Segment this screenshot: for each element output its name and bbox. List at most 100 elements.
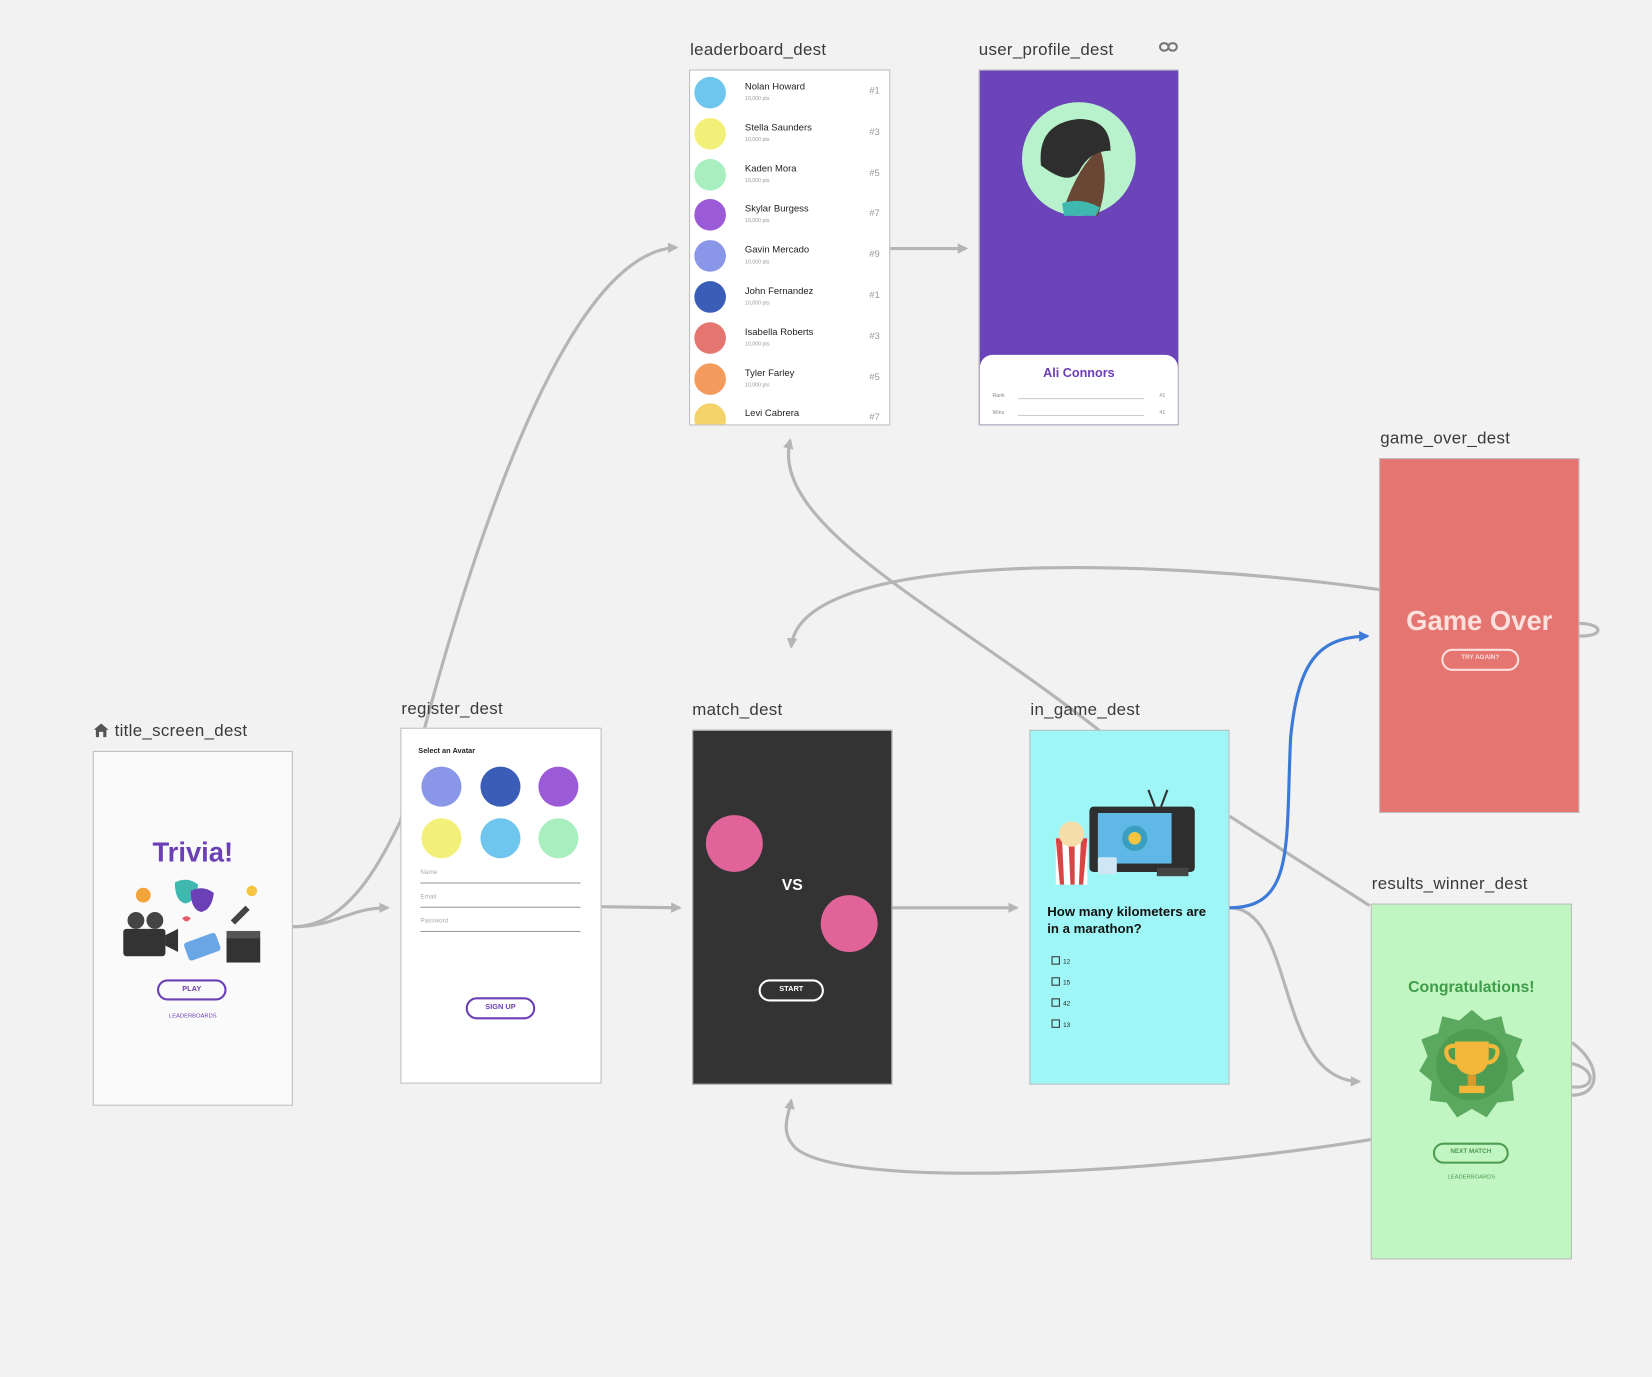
player-two-avatar (820, 895, 878, 953)
game-over-label: game_over_dest (1380, 429, 1511, 448)
player-rank: #1 (869, 289, 880, 301)
game-over-title: Game Over (1406, 604, 1553, 637)
answer-label: 12 (1063, 959, 1071, 966)
answer-label: 13 (1063, 1022, 1071, 1029)
player-rank: #3 (869, 126, 880, 137)
avatar (694, 362, 726, 395)
player-points: 10,000 pts (744, 340, 770, 348)
title-screen-destination[interactable]: Trivia! PLAY LEADERBOARDS (92, 750, 293, 1106)
action-ingame-to-gameover (1229, 630, 1370, 910)
select-avatar-heading: Select an Avatar (418, 747, 476, 756)
player-rank: #5 (869, 167, 880, 178)
player-points: 10,000 pts (744, 259, 770, 266)
leaderboard-row[interactable]: Kaden Mora 10,000 pts #5 (694, 154, 888, 194)
title-screen-label: title_screen_dest (93, 722, 248, 743)
avatar-option[interactable] (421, 818, 462, 859)
player-name: Nolan Howard (744, 81, 805, 92)
link-icon (1158, 40, 1178, 59)
answer-checkbox[interactable]: 12 (1051, 956, 1071, 966)
in-game-destination[interactable]: How many kilometers are in a marathon? 1… (1029, 729, 1230, 1085)
player-points: 10,000 pts (744, 95, 770, 103)
play-button[interactable]: PLAY (156, 979, 227, 1001)
game-over-destination[interactable]: Game Over TRY AGAIN? (1379, 458, 1580, 813)
start-button[interactable]: START (758, 979, 824, 1002)
trivia-illustration (123, 879, 261, 963)
player-points: 10,000 pts (744, 177, 770, 184)
avatar (694, 240, 726, 272)
results-winner-label: results_winner_dest (1371, 875, 1528, 894)
leaderboard-label: leaderboard_dest (690, 41, 827, 59)
results-winner-destination[interactable]: Congratulations! NEXT MATCH LEADERBOARDS (1370, 903, 1572, 1260)
answer-checkbox[interactable]: 15 (1051, 977, 1071, 987)
player-rank: #7 (869, 412, 880, 423)
avatar (694, 403, 726, 425)
avatar (694, 199, 726, 232)
title-screen-label-text: title_screen_dest (114, 722, 248, 741)
avatar (694, 281, 726, 313)
avatar-option[interactable] (480, 766, 521, 807)
action-ingame-to-leaderboard (783, 438, 1102, 734)
leaderboards-link[interactable]: LEADERBOARDS (168, 1013, 217, 1020)
vs-text: VS (781, 876, 803, 895)
next-match-button[interactable]: NEXT MATCH (1432, 1142, 1509, 1164)
register-destination[interactable]: Select an Avatar Name Email Password SIG… (400, 727, 602, 1084)
player-one-avatar (705, 815, 763, 872)
wins-stat-label: Wins (992, 409, 1005, 416)
avatar (694, 117, 726, 150)
action-ingame-to-results (1229, 906, 1362, 1087)
player-points: 10,000 pts (744, 218, 770, 225)
action-results-to-leaderboard (1228, 814, 1371, 907)
avatar (694, 76, 726, 109)
avatar-option[interactable] (421, 766, 462, 807)
home-icon (93, 722, 110, 743)
leaderboard-row[interactable]: Gavin Mercado 10,000 pts #9 (694, 236, 888, 276)
player-name: Gavin Mercado (744, 244, 810, 256)
trivia-title: Trivia! (152, 836, 234, 868)
avatar-option[interactable] (538, 818, 579, 859)
congratulations-title: Congratulations! (1408, 978, 1535, 997)
leaderboard-row[interactable]: Levi Cabrera #7 (694, 400, 888, 425)
player-name: Kaden Mora (744, 162, 797, 174)
avatar (694, 158, 726, 191)
question-text: How many kilometers are in a marathon? (1047, 904, 1207, 937)
answer-label: 42 (1063, 1001, 1071, 1008)
match-destination[interactable]: VS START (692, 729, 893, 1085)
avatar-option[interactable] (480, 818, 521, 859)
answer-checkbox[interactable]: 13 (1051, 1019, 1071, 1029)
rank-stat-label: Rank (992, 392, 1005, 400)
email-field[interactable]: Email (420, 894, 581, 908)
player-points: 10,000 pts (744, 300, 770, 307)
answer-checkbox[interactable]: 42 (1051, 998, 1071, 1008)
action-results-self-2 (1571, 1062, 1592, 1089)
player-name: Tyler Farley (744, 367, 795, 378)
player-rank: #1 (869, 85, 880, 96)
leaderboard-row[interactable]: Nolan Howard 10,000 pts #1 (694, 73, 888, 113)
action-gameover-to-match (786, 566, 1381, 649)
in-game-label: in_game_dest (1030, 701, 1141, 720)
avatar-option[interactable] (538, 766, 579, 807)
sign-up-button[interactable]: SIGN UP (465, 997, 536, 1020)
name-field[interactable]: Name (420, 870, 581, 884)
leaderboards-link[interactable]: LEADERBOARDS (1447, 1174, 1496, 1181)
player-points: 10,000 pts (744, 136, 770, 144)
player-rank: #7 (869, 207, 880, 219)
password-field[interactable]: Password (420, 918, 581, 932)
player-name: Levi Cabrera (744, 407, 800, 419)
answer-label: 15 (1063, 980, 1071, 987)
action-results-self-1 (1571, 1041, 1596, 1097)
action-register-to-match (601, 902, 682, 913)
avatar (694, 322, 726, 354)
player-name: Isabella Roberts (744, 326, 814, 337)
try-again-button[interactable]: TRY AGAIN? (1441, 648, 1520, 671)
player-rank: #9 (869, 248, 880, 260)
user-profile-label: user_profile_dest (978, 41, 1114, 59)
